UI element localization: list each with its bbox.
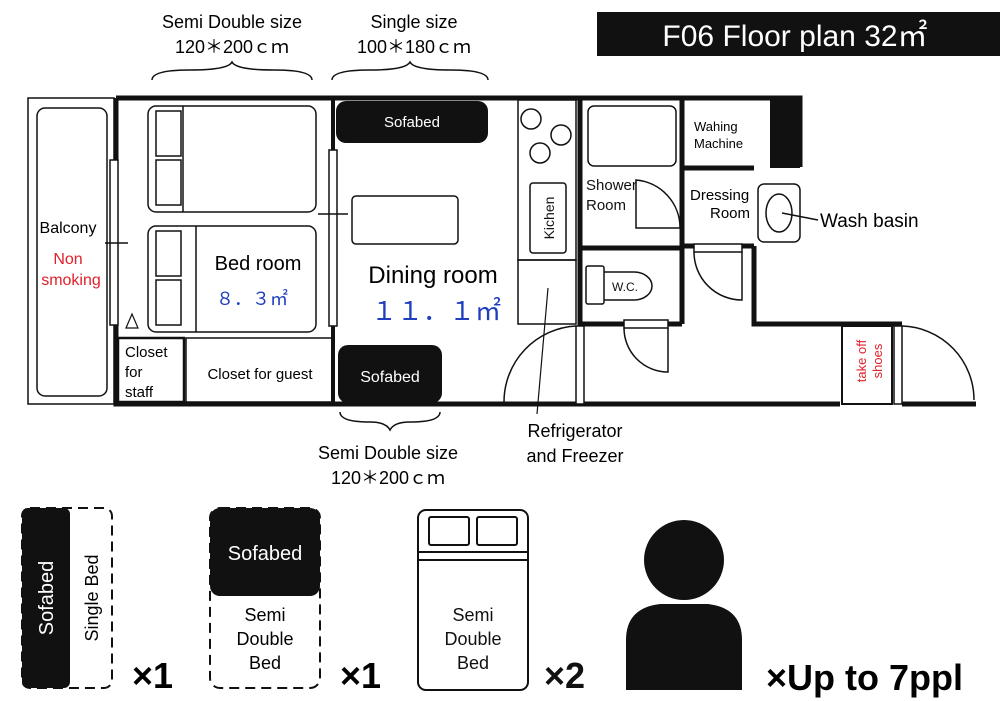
legend2-label-3: Bed — [249, 653, 281, 673]
balcony: Balcony Non smoking — [27, 97, 115, 405]
dim-top-left-size: 120＊200ｃｍ — [175, 37, 289, 57]
legend1-sofabed-label: Sofabed — [36, 561, 58, 636]
shoes-label: shoes — [870, 343, 885, 378]
legend2-label-1: Semi — [244, 605, 285, 625]
dressing-label-2: Room — [710, 205, 750, 222]
kitchen: Kichen — [517, 99, 577, 325]
non-smoking-label-2: smoking — [41, 272, 101, 289]
washing-label-2: Machine — [694, 136, 743, 151]
wc-label: W.C. — [612, 280, 638, 294]
dressing-room: Dressing Room — [690, 187, 750, 222]
kitchen-label: Kichen — [541, 197, 557, 240]
bedroom-label: Bed room — [215, 253, 302, 275]
shower-label-1: Shower — [586, 177, 637, 194]
refrigerator-label-2: and Freezer — [526, 446, 623, 466]
refrigerator-label-1: Refrigerator — [527, 421, 622, 441]
sofabed-top-label: Sofabed — [384, 114, 440, 131]
closet-guest-label: Closet for guest — [207, 366, 313, 383]
person-icon — [626, 520, 742, 690]
brace-top-left — [151, 60, 313, 81]
wash-basin-label: Wash basin — [820, 211, 919, 232]
shower-label-2: Room — [586, 197, 626, 214]
brace-top-right — [331, 60, 489, 81]
dim-top-right-label: Single size — [370, 12, 457, 32]
balcony-window — [105, 159, 128, 326]
legend1-single-label: Single Bed — [82, 554, 102, 641]
walls — [113, 95, 976, 407]
plan-title: F06 Floor plan 32㎡ — [662, 20, 927, 53]
washing-machine-area: Wahing Machine — [694, 119, 743, 151]
legend-semi-double-bed: Semi Double Bed ×2 — [417, 509, 585, 696]
bed-semi-double-1 — [147, 105, 317, 213]
brace-bottom — [339, 411, 441, 432]
bed-semi-double-2 — [147, 225, 317, 333]
refrigerator-leader — [536, 287, 549, 415]
dressing-label-1: Dressing — [690, 187, 749, 204]
dining-table — [351, 195, 459, 245]
closet-staff-label-1: Closet — [125, 344, 168, 361]
closet-staff: Closet for staff — [116, 312, 186, 404]
toilet: W.C. — [585, 265, 653, 305]
legend2-label-2: Double — [236, 629, 293, 649]
sofabed-bottom: Sofabed — [338, 345, 442, 403]
legend1-count: ×1 — [132, 655, 173, 696]
dim-bottom-size: 120＊200ｃｍ — [331, 468, 445, 488]
legend-sofabed-single: Sofabed Single Bed ×1 — [21, 507, 173, 696]
legend3-count: ×2 — [544, 655, 585, 696]
legend2-sofabed-label: Sofabed — [228, 543, 303, 565]
take-off-label: take off — [854, 339, 869, 382]
legend-sofabed-semi-double: Sofabed Semi Double Bed ×1 — [209, 507, 381, 696]
legend2-count: ×1 — [340, 655, 381, 696]
washing-label-1: Wahing — [694, 119, 738, 134]
wash-basin — [757, 183, 819, 243]
dim-top-left-label: Semi Double size — [162, 12, 302, 32]
balcony-label: Balcony — [40, 220, 97, 237]
genkan: take off shoes — [841, 325, 975, 405]
bedroom-area: ８．３㎡ — [216, 288, 288, 309]
closet-guest: Closet for guest — [185, 337, 333, 403]
title-banner: F06 Floor plan 32㎡ — [597, 12, 1000, 56]
dressing-door — [693, 243, 743, 301]
partition-sliding-door — [318, 98, 348, 404]
capacity-label: ×Up to 7ppl — [766, 657, 963, 698]
legend3-label-3: Bed — [457, 653, 489, 673]
sofabed-bottom-label: Sofabed — [360, 369, 420, 386]
closet-staff-label-3: staff — [125, 384, 154, 401]
sofabed-top: Sofabed — [336, 101, 488, 143]
legend3-label-2: Double — [444, 629, 501, 649]
dim-top-right-size: 100＊180ｃｍ — [357, 37, 471, 57]
closet-staff-label-2: for — [125, 364, 143, 381]
legend3-label-1: Semi — [452, 605, 493, 625]
dining-area: １１．１㎡ — [371, 296, 501, 326]
shower-room: Shower Room — [586, 105, 681, 229]
non-smoking-label-1: Non — [53, 251, 82, 268]
wc-door — [623, 319, 669, 373]
wall-block — [770, 98, 800, 168]
dim-bottom-label: Semi Double size — [318, 443, 458, 463]
dining-label: Dining room — [368, 262, 497, 289]
